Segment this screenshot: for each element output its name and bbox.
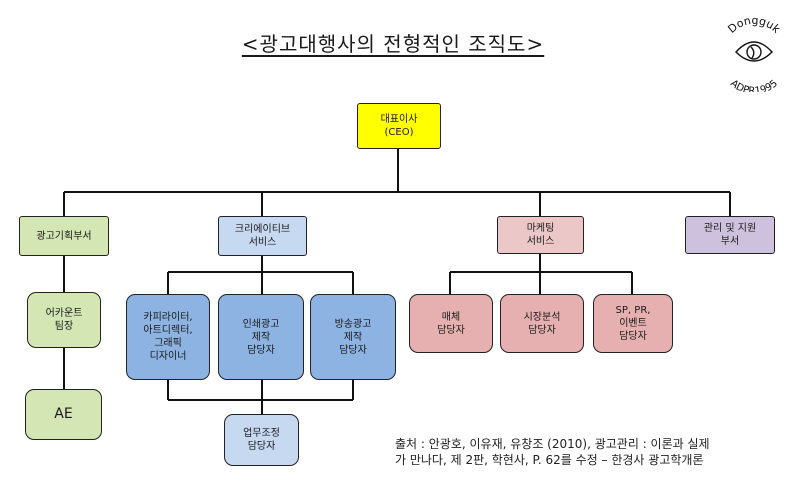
print-ad-production-box: 인쇄광고 제작 담당자 <box>218 294 304 380</box>
svg-text:Dongguk: Dongguk <box>725 14 783 36</box>
ae-box: AE <box>25 389 102 440</box>
svg-text:ADPR1995: ADPR1995 <box>728 78 780 92</box>
account-team-lead-box: 어카운트 팀장 <box>27 292 101 348</box>
ceo-box: 대표이사 (CEO) <box>357 103 441 149</box>
department-admin: 관리 및 지원 부서 <box>685 216 775 254</box>
broadcast-ad-production-box: 방송광고 제작 담당자 <box>310 294 396 380</box>
page-title: <광고대행사의 전형적인 조직도> <box>241 32 545 56</box>
copywriter-designer-box: 카피라이터, 아트디렉터, 그래픽 디자이너 <box>126 294 210 380</box>
eye-emblem-icon <box>735 41 773 62</box>
sp-pr-event-box: SP, PR, 이벤트 담당자 <box>593 294 673 353</box>
logo-top-text: Dongguk <box>725 14 783 36</box>
logo-bottom-text: ADPR1995 <box>728 78 780 92</box>
department-planning: 광고기획부서 <box>19 216 109 256</box>
department-marketing: 마케팅 서비스 <box>497 216 584 254</box>
dongguk-adpr-logo: Dongguk ADPR1995 <box>725 14 783 92</box>
work-coordination-box: 업무조정 담당자 <box>224 414 299 466</box>
market-research-box: 시장분석 담당자 <box>500 294 584 353</box>
source-citation: 출처 : 안광호, 이유재, 유창조 (2010), 광고관리 : 이론과 실제… <box>395 437 710 467</box>
media-staff-box: 매체 담당자 <box>409 294 493 353</box>
department-creative: 크리에이티브 서비스 <box>218 216 307 256</box>
